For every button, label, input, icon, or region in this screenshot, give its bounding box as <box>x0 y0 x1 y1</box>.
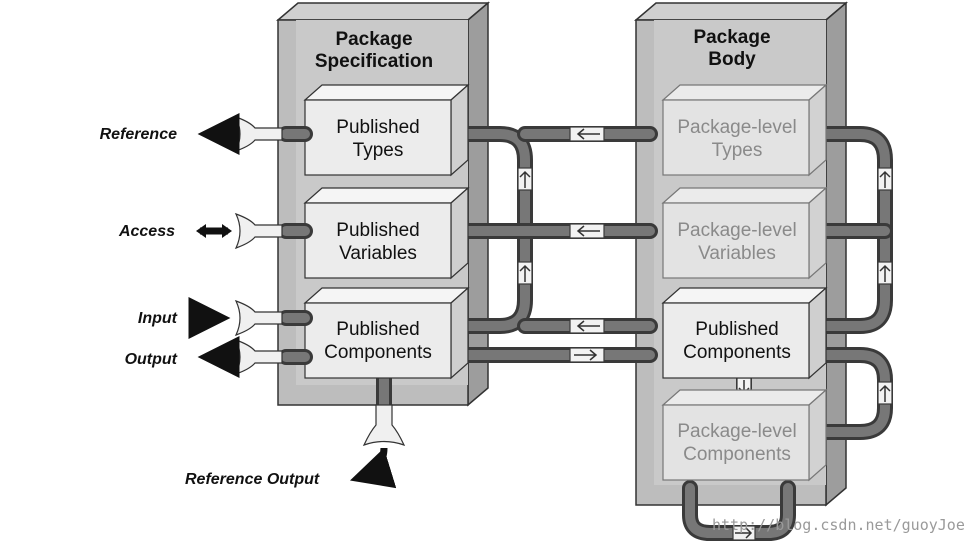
spec-box-variables <box>303 186 470 280</box>
spec-heading-line1: Package <box>335 29 412 50</box>
body-published-components-line2: Components <box>683 342 791 363</box>
body-heading-line2: Body <box>708 49 756 70</box>
spec-types-line2: Types <box>353 140 404 161</box>
label-reference: Reference <box>100 126 177 143</box>
left-connectors <box>234 115 406 447</box>
label-access: Access <box>118 223 175 240</box>
label-input: Input <box>138 310 178 327</box>
body-box-components <box>661 388 828 482</box>
body-components-line1: Package-level <box>677 421 796 442</box>
body-box-types <box>661 83 828 177</box>
spec-components-line2: Components <box>324 342 432 363</box>
body-box-variables <box>661 186 828 280</box>
spec-components-line1: Published <box>336 319 419 340</box>
flow-arrows <box>517 126 893 541</box>
body-heading-line1: Package <box>693 27 770 48</box>
body-types-line2: Types <box>712 140 763 161</box>
spec-variables-line1: Published <box>336 220 419 241</box>
io-arrows <box>188 113 397 489</box>
spec-types-line1: Published <box>336 117 419 138</box>
body-published-components-line1: Published <box>695 319 778 340</box>
spec-stubs <box>278 126 313 365</box>
spec-box-types <box>303 83 470 177</box>
body-types-line1: Package-level <box>677 117 796 138</box>
body-components-line2: Components <box>683 444 791 465</box>
watermark: http://blog.csdn.net/guoyJoe <box>712 516 965 534</box>
body-variables-line2: Variables <box>698 243 776 264</box>
body-box-published-components <box>661 286 828 380</box>
body-variables-line1: Package-level <box>677 220 796 241</box>
spec-box-components <box>303 286 470 380</box>
label-reference-output: Reference Output <box>185 471 320 488</box>
spec-heading-line2: Specification <box>315 51 433 72</box>
spec-variables-line2: Variables <box>339 243 417 264</box>
label-output: Output <box>125 351 178 368</box>
